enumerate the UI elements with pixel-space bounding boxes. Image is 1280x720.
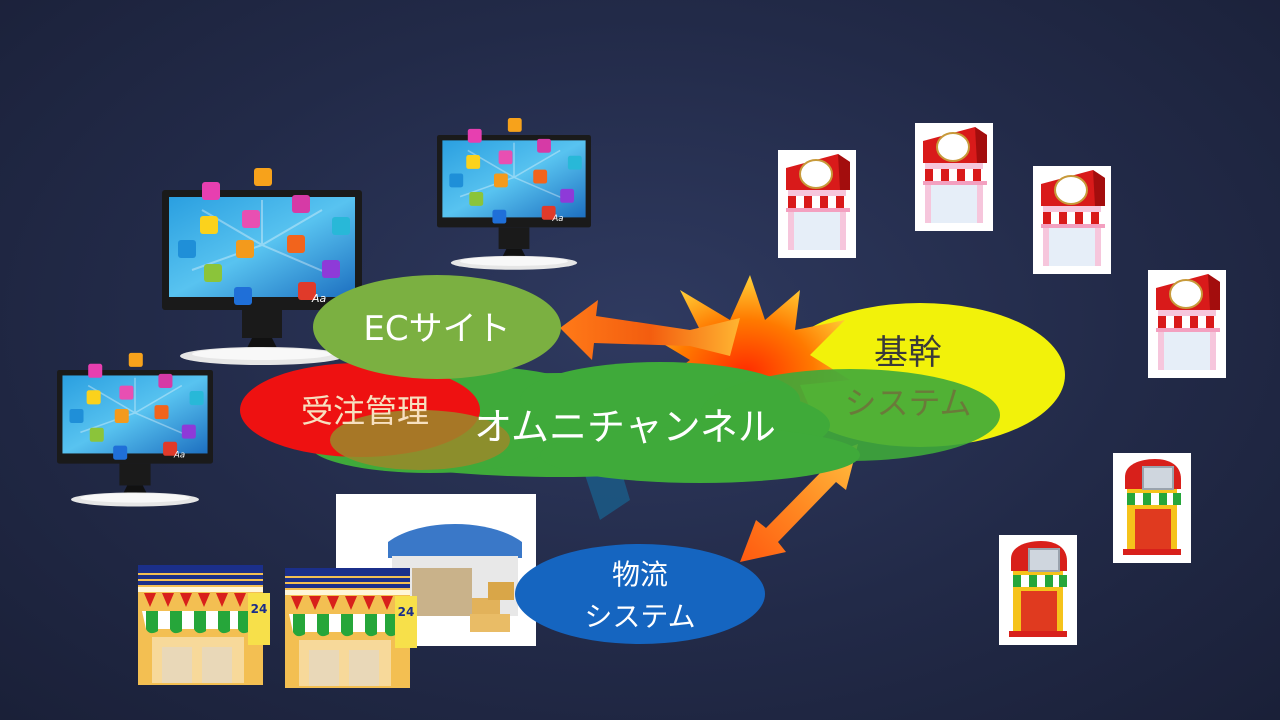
- ec-site-label: ECサイト: [363, 309, 510, 349]
- kiosk-icon: [1112, 452, 1192, 564]
- monitor-icon: [56, 352, 214, 508]
- store-badge: 24: [251, 602, 268, 616]
- arrow-ec-core: [560, 300, 740, 360]
- kiosks-group: [998, 452, 1192, 646]
- core-system-label-line1: 基幹: [874, 333, 942, 373]
- kiosk-icon: [998, 534, 1078, 646]
- order-mgmt-label: 受注管理: [301, 392, 429, 430]
- store-badge: 24: [398, 605, 415, 619]
- omnichannel-label: オムニチャンネル: [474, 405, 776, 449]
- convenience-store-icon: 24: [285, 568, 417, 688]
- shop-icon: [1032, 165, 1112, 275]
- core-system-label-line2: システム: [844, 384, 971, 422]
- logistics-label-line2: システム: [584, 600, 695, 633]
- shop-icon: [777, 149, 857, 259]
- arrow-core-logistics: [740, 444, 858, 562]
- order-mgmt-node: [240, 363, 510, 470]
- logistics-label-line1: 物流: [612, 558, 668, 591]
- shop-icon: [1147, 269, 1227, 379]
- logistics-node: [515, 544, 765, 644]
- monitor-icon: [436, 117, 592, 271]
- shop-icon: [914, 122, 994, 232]
- convenience-store-icon: 24: [138, 565, 270, 685]
- ec-site-node: [313, 275, 561, 379]
- convenience-stores-group: 24 24: [138, 565, 417, 688]
